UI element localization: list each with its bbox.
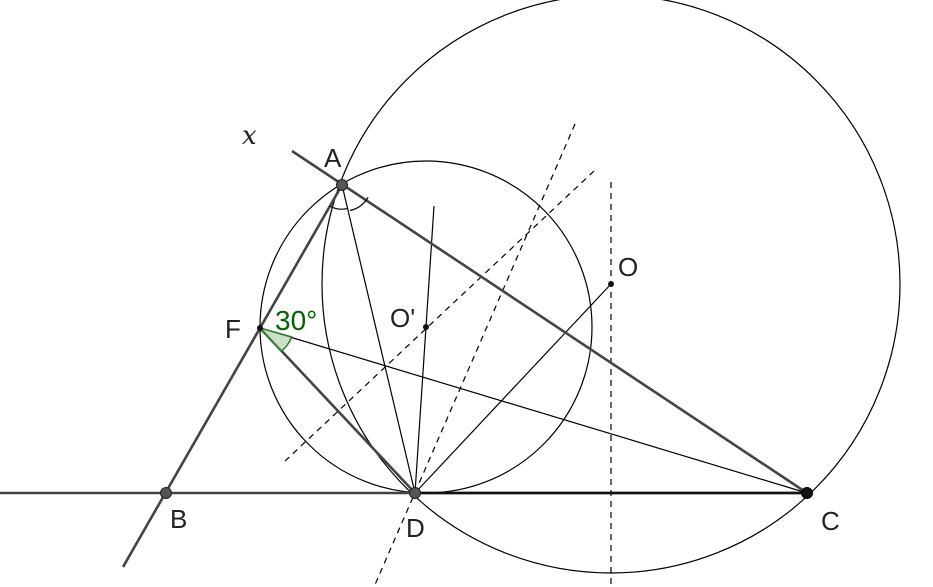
segment-DO xyxy=(414,283,612,494)
point-C xyxy=(801,487,813,499)
point-B xyxy=(160,487,172,499)
point-O xyxy=(608,281,614,287)
segment-FD xyxy=(259,327,416,494)
dashed-line-2 xyxy=(284,170,595,462)
point-O-prime xyxy=(423,324,429,330)
angle-arc-A-2 xyxy=(349,196,369,212)
angle-label-30: 30° xyxy=(275,305,317,336)
label-A: A xyxy=(324,143,342,173)
segment-AD xyxy=(341,184,416,494)
segment-FC xyxy=(259,327,808,494)
line-xC xyxy=(291,149,808,495)
point-A xyxy=(336,179,348,191)
line-D-Oprime xyxy=(414,205,435,494)
dashed-line-1 xyxy=(373,123,576,587)
label-C: C xyxy=(821,506,840,536)
point-D xyxy=(409,487,421,499)
line-AB xyxy=(121,184,344,568)
angle-sector-F xyxy=(257,326,293,353)
ray-label-x: x xyxy=(242,121,257,151)
label-D: D xyxy=(406,513,425,543)
label-O-prime: O' xyxy=(390,303,415,333)
label-F: F xyxy=(225,314,241,344)
angle-arc-A-1 xyxy=(329,205,348,210)
point-F xyxy=(257,325,263,331)
label-O: O xyxy=(618,252,638,282)
label-B: B xyxy=(170,504,187,534)
